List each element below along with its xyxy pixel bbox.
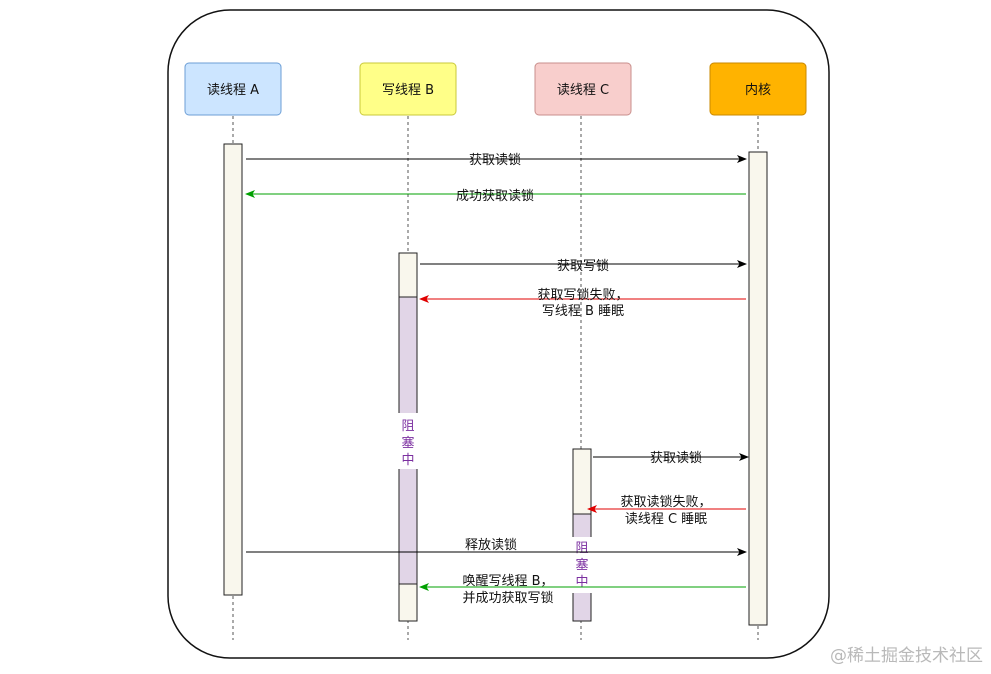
blocked-char: 塞 [575,557,588,573]
message-1: 获取读锁 [246,152,747,168]
message-7: 释放读锁 [246,537,747,556]
blocked-label-b: 阻 塞 中 [398,413,418,469]
participant-b: 写线程 B [359,62,457,116]
message-3-label: 获取写锁 [557,258,609,274]
activation-kernel [748,151,768,626]
message-4-label-line-2: 写线程 B 睡眠 [542,304,624,319]
blocked-char: 阻 [575,541,588,556]
message-4-label-line-1: 获取写锁失败， [537,287,628,303]
message-5: 获取读锁 [593,450,749,466]
participant-a: 读线程 A [184,62,282,116]
blocked-char: 塞 [401,435,414,451]
activation-a [223,143,243,596]
watermark: @稀土掘金技术社区 [830,646,983,666]
message-2: 成功获取读锁 [245,188,746,204]
diagram-frame [167,9,830,659]
message-1-label: 获取读锁 [469,152,521,168]
blocked-label-c: 阻 塞 中 [572,537,592,593]
message-2-label: 成功获取读锁 [456,188,534,204]
message-6: 获取读锁失败， 读线程 C 睡眠 [587,494,746,527]
participant-c: 读线程 C [534,62,632,116]
participant-a-label: 读线程 A [207,83,259,98]
participant-c-label: 读线程 C [557,83,609,98]
message-8: 唤醒写线程 B， 并成功获取写锁 [419,574,746,606]
message-8-label-line-1: 唤醒写线程 B， [462,574,553,589]
message-5-label: 获取读锁 [650,450,702,466]
blocked-char: 中 [401,453,414,468]
message-4: 获取写锁失败， 写线程 B 睡眠 [419,287,746,319]
message-7-label: 释放读锁 [465,537,517,553]
blocked-char: 中 [575,575,588,590]
message-6-label-line-2: 读线程 C 睡眠 [625,512,707,527]
participant-b-label: 写线程 B [382,83,434,98]
participant-kernel-label: 内核 [745,82,771,98]
blocked-char: 阻 [401,419,414,434]
message-6-label-line-1: 获取读锁失败， [620,494,711,510]
participant-kernel: 内核 [709,62,807,116]
message-8-label-line-2: 并成功获取写锁 [462,590,553,606]
message-3: 获取写锁 [420,258,747,274]
